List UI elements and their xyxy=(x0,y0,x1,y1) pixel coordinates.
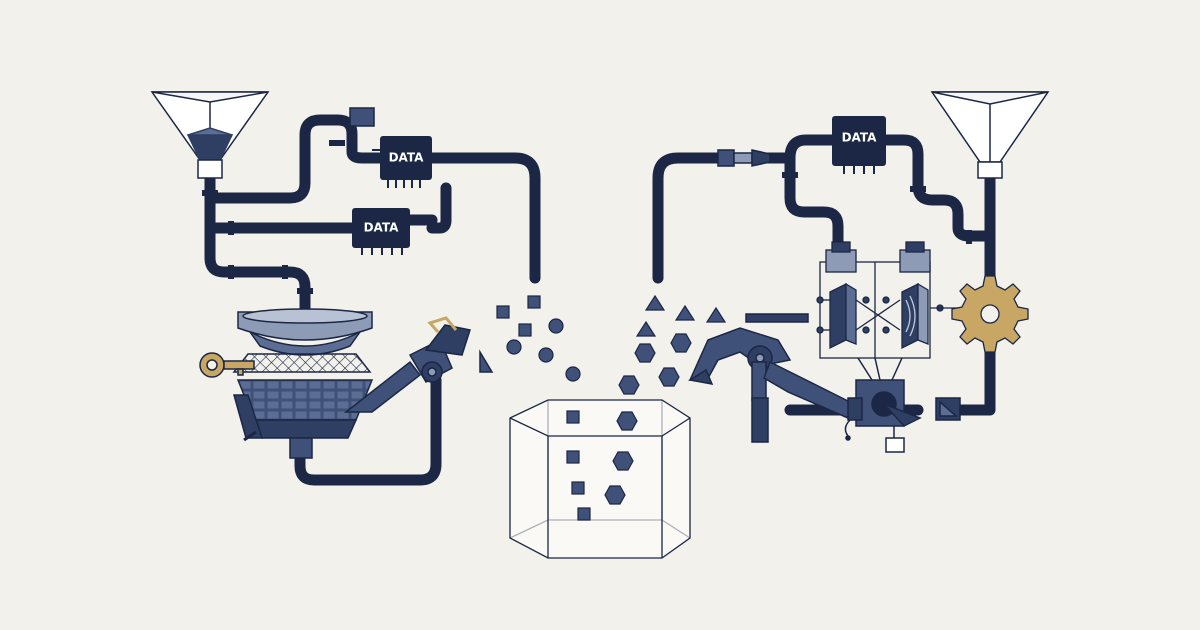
control-units xyxy=(816,241,968,359)
particle-hexagon xyxy=(618,375,640,395)
container-box-icon xyxy=(509,399,691,559)
sieve-icon xyxy=(232,308,374,459)
particle-square xyxy=(527,295,541,309)
particle-hexagon xyxy=(604,485,626,505)
pipe-coupler xyxy=(717,149,771,167)
particle-triangle xyxy=(644,294,666,311)
robot-arm-icon xyxy=(343,316,494,413)
robot-arm-icon xyxy=(687,313,851,443)
particle-square xyxy=(496,305,510,319)
gear-icon xyxy=(951,275,1029,353)
chip-label: DATA xyxy=(842,131,878,145)
particle-circle xyxy=(548,318,564,334)
particle-circle xyxy=(506,339,522,355)
funnel-icon xyxy=(150,91,270,179)
particle-circle xyxy=(538,347,554,363)
particle-triangle xyxy=(674,304,696,321)
funnel-icon xyxy=(930,91,1050,179)
key-icon xyxy=(199,352,255,378)
particles-right xyxy=(618,294,727,395)
particle-triangle xyxy=(705,306,727,323)
particle-square xyxy=(566,450,580,464)
particle-square xyxy=(577,507,591,521)
particle-hexagon xyxy=(616,411,638,431)
particle-hexagon xyxy=(670,333,692,353)
particle-square xyxy=(518,323,532,337)
particle-hexagon xyxy=(612,451,634,471)
particles-left xyxy=(496,295,581,382)
motor-unit xyxy=(844,357,922,453)
particle-square xyxy=(571,481,585,495)
particle-square xyxy=(566,410,580,424)
valve-block xyxy=(349,107,375,127)
right-pipes xyxy=(652,134,996,416)
right-pipe-joints xyxy=(782,172,972,244)
particle-hexagon xyxy=(634,343,656,363)
pipe-valve-right xyxy=(935,397,961,421)
particle-triangle xyxy=(635,320,657,337)
data-chip-left-lower: DATA xyxy=(352,208,438,255)
data-chip-right-upper: DATA xyxy=(832,116,886,174)
container-contents xyxy=(566,410,638,521)
chip-label: DATA xyxy=(389,151,425,165)
left-pipe-joints xyxy=(202,140,345,294)
particle-hexagon xyxy=(658,367,680,387)
data-chip-left-upper: DATA xyxy=(372,136,432,188)
chip-label: DATA xyxy=(364,221,400,235)
particle-circle xyxy=(565,366,581,382)
